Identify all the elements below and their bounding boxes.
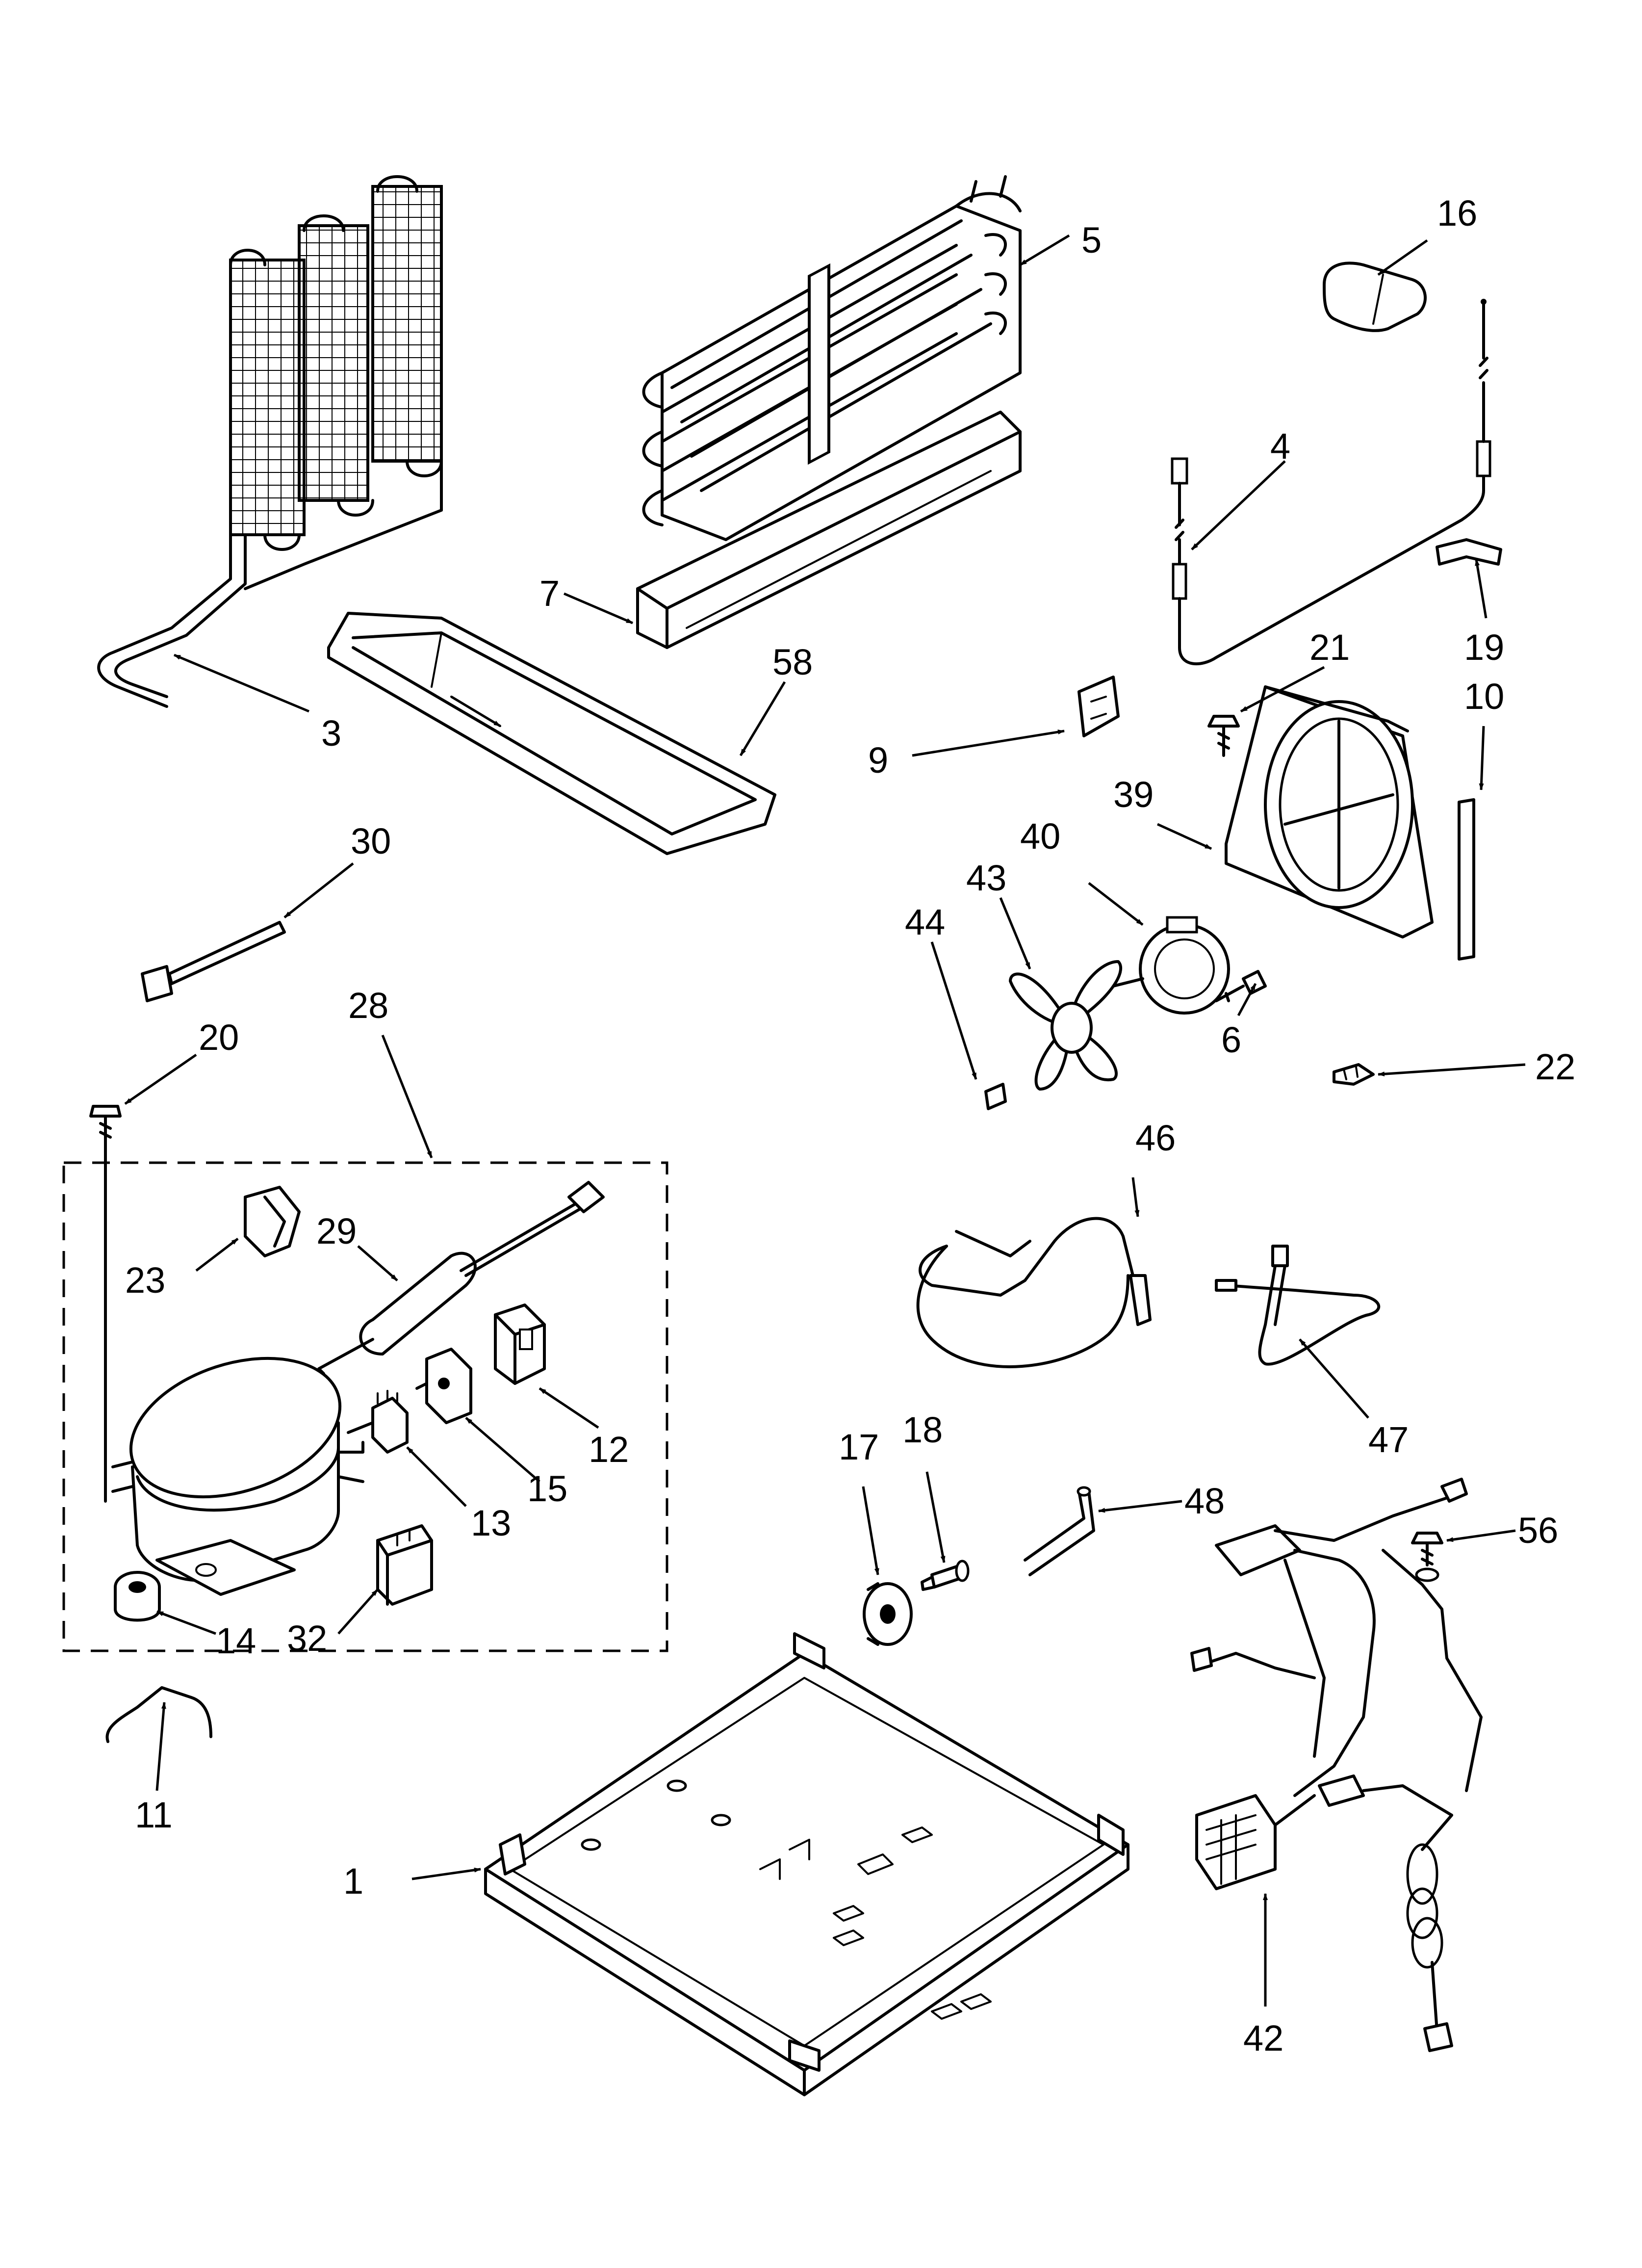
label-28: 28 <box>348 985 388 1026</box>
label-30: 30 <box>351 821 391 861</box>
grommet-14 <box>114 1571 161 1622</box>
drain-tube-46 <box>916 1217 1152 1368</box>
filter-drier <box>317 1181 605 1375</box>
evaporator-tray <box>636 411 1022 649</box>
callout-labels: 3 5 16 4 7 58 9 21 19 10 39 40 43 44 6 2… <box>125 193 1575 2059</box>
screw-20 <box>89 1105 122 1140</box>
screw-6 <box>1215 970 1267 1002</box>
label-4: 4 <box>1270 426 1290 467</box>
label-17: 17 <box>839 1427 879 1467</box>
label-12: 12 <box>589 1429 629 1470</box>
label-16: 16 <box>1437 193 1477 234</box>
label-14: 14 <box>216 1620 256 1661</box>
label-56: 56 <box>1518 1510 1558 1551</box>
label-20: 20 <box>199 1017 239 1058</box>
label-23: 23 <box>125 1260 165 1301</box>
leader-lines <box>124 234 1526 2007</box>
drain-tube-47 <box>1215 1245 1381 1366</box>
bracket-9 <box>1078 676 1120 737</box>
fan-blade <box>1009 960 1122 1091</box>
label-11: 11 <box>135 1795 173 1835</box>
tube-48 <box>1024 1486 1095 1576</box>
overload-12 <box>494 1303 546 1385</box>
drain-pan <box>327 612 776 855</box>
label-15: 15 <box>527 1468 567 1509</box>
start-device-15 <box>415 1348 472 1424</box>
cap-16 <box>1323 261 1427 332</box>
label-40: 40 <box>1020 816 1060 857</box>
label-58: 58 <box>772 642 813 682</box>
label-3: 3 <box>321 713 341 754</box>
label-5: 5 <box>1081 220 1102 261</box>
screw-56 <box>1411 1532 1443 1582</box>
label-42: 42 <box>1243 2018 1283 2059</box>
fan-shroud <box>1225 685 1434 938</box>
label-22: 22 <box>1535 1046 1575 1087</box>
cable-tie <box>141 921 286 1002</box>
fan-motor <box>1102 916 1230 1015</box>
wiring-harness <box>1190 1478 1483 2052</box>
label-6: 6 <box>1221 1019 1241 1060</box>
terminal-13 <box>347 1390 409 1454</box>
screw-21 <box>1207 715 1240 757</box>
label-18: 18 <box>902 1409 943 1450</box>
label-47: 47 <box>1368 1419 1409 1460</box>
wire-clip-11 <box>105 1686 212 1743</box>
label-29: 29 <box>316 1211 357 1251</box>
label-46: 46 <box>1135 1118 1176 1158</box>
compressor-kit-box <box>62 1161 668 1652</box>
clip-44 <box>984 1083 1007 1110</box>
clip-22 <box>1333 1063 1375 1086</box>
label-43: 43 <box>966 858 1006 898</box>
compressor <box>104 1137 364 1596</box>
label-9: 9 <box>868 740 888 781</box>
label-39: 39 <box>1113 774 1154 815</box>
gasket-strip <box>1458 798 1475 961</box>
label-44: 44 <box>905 902 945 942</box>
label-48: 48 <box>1184 1481 1225 1521</box>
capacitor-32 <box>376 1524 433 1606</box>
axle-pin-18 <box>921 1560 970 1591</box>
evaporator <box>642 175 1022 541</box>
label-13: 13 <box>471 1503 511 1543</box>
relay-23 <box>244 1186 301 1257</box>
label-21: 21 <box>1309 627 1350 668</box>
label-7: 7 <box>539 573 560 614</box>
label-19: 19 <box>1464 627 1504 668</box>
base-frame <box>484 1632 1129 2096</box>
roller-17 <box>863 1582 913 1646</box>
label-1: 1 <box>343 1861 363 1902</box>
defrost-thermostat-wire <box>1171 299 1491 666</box>
label-10: 10 <box>1464 676 1504 717</box>
label-32: 32 <box>287 1618 327 1659</box>
clip-19 <box>1436 538 1502 566</box>
condenser-coil <box>97 175 443 708</box>
